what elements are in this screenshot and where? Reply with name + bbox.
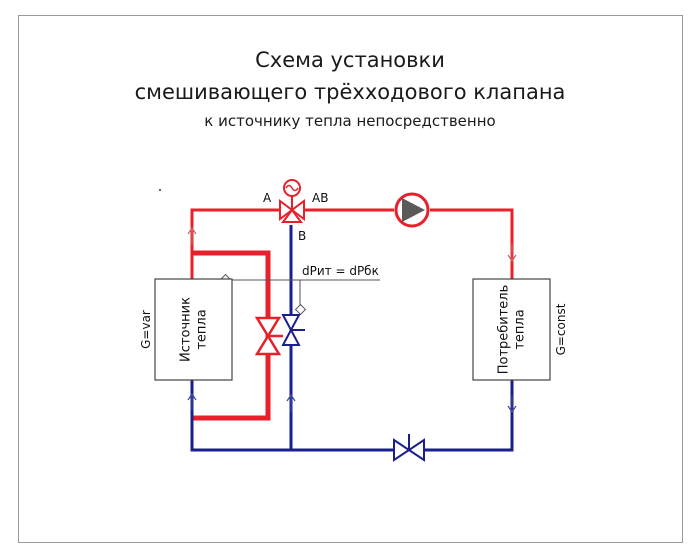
pressure-label: dPит = dPбк bbox=[302, 264, 379, 278]
consumer-flow-label: G=const bbox=[554, 303, 568, 355]
dimension-marker-right bbox=[294, 303, 307, 316]
diagram-title-line2: смешивающего трёхходового клапана bbox=[134, 80, 566, 104]
pump-icon bbox=[394, 192, 430, 228]
valve-port-a-label: A bbox=[263, 191, 272, 205]
balancing-valve-icon bbox=[254, 316, 283, 356]
valve-port-ab-label: AB bbox=[312, 191, 328, 205]
heat-source-box bbox=[154, 278, 233, 381]
diagram-subtitle: к источнику тепла непосредственно bbox=[204, 112, 496, 130]
heat-consumer-label-line1: Потребитель bbox=[497, 285, 512, 375]
flow-arrow-icon bbox=[187, 226, 517, 414]
actuator-icon bbox=[283, 179, 301, 197]
source-flow-label: G=var bbox=[139, 310, 153, 349]
shutoff-valve-icon bbox=[393, 434, 425, 462]
return-balancing-valve-icon bbox=[281, 314, 305, 346]
heat-source-label-line1: Источник bbox=[179, 297, 194, 362]
three-way-valve-icon bbox=[279, 196, 305, 223]
stray-dot bbox=[159, 189, 161, 191]
heat-consumer-box bbox=[472, 278, 551, 381]
pressure-dimension bbox=[226, 279, 380, 310]
valve-port-b-label: B bbox=[298, 229, 306, 243]
heat-consumer-label-line2: тепла bbox=[513, 309, 528, 349]
diagram-frame bbox=[18, 15, 683, 543]
heat-source-label-line2: тепла bbox=[195, 309, 210, 349]
diagram-title-line1: Схема установки bbox=[255, 48, 445, 72]
